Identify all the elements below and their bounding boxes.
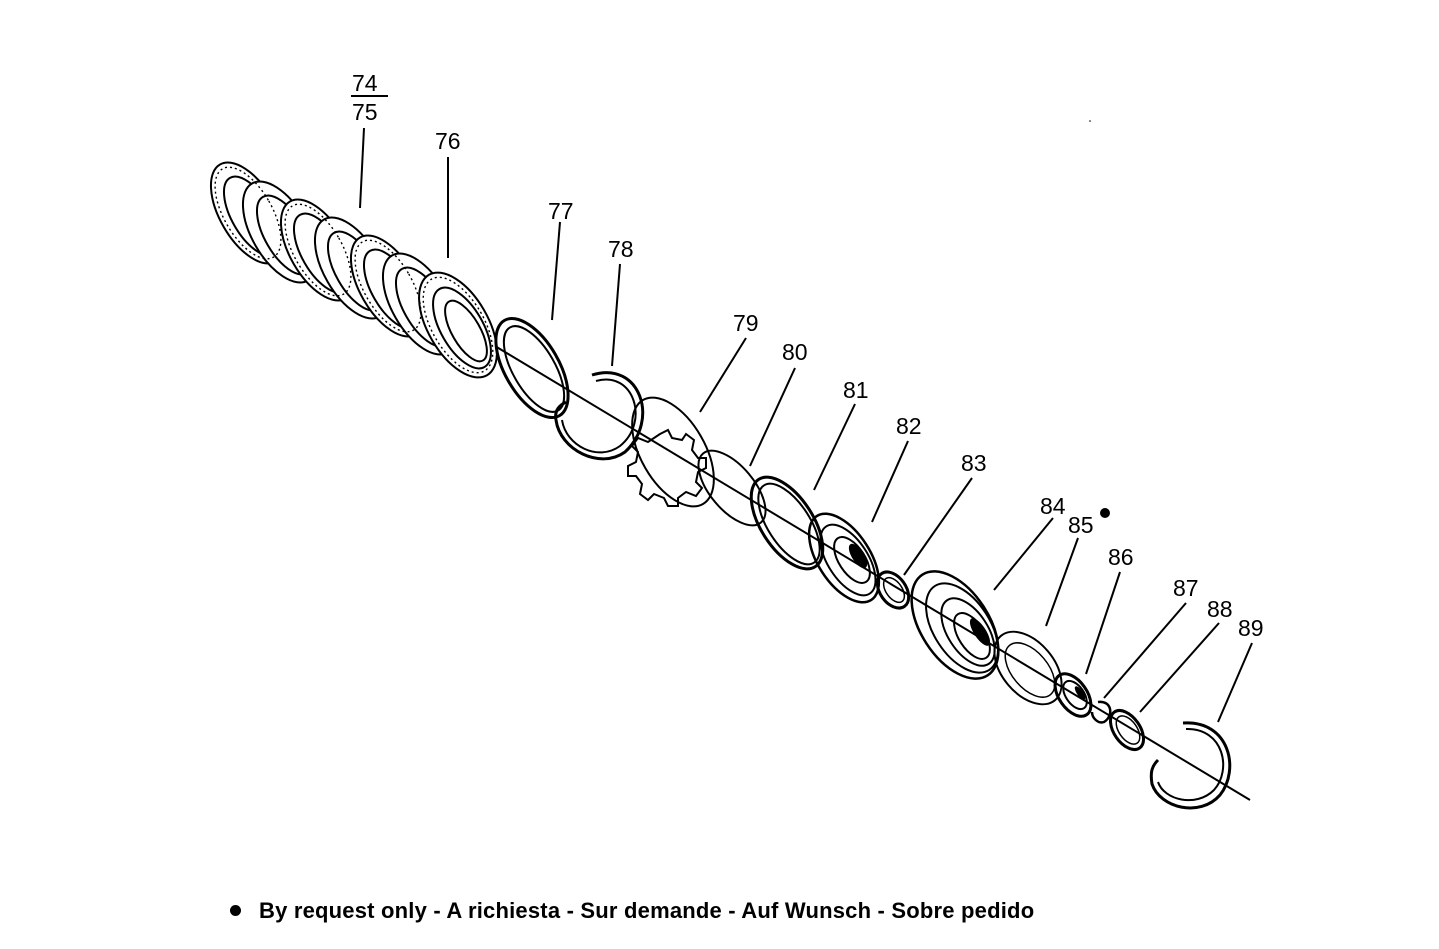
callout-83: 83 [961,450,987,476]
callout-76: 76 [435,128,461,154]
part-86-bearing [1053,672,1093,718]
part-85-washer [993,630,1063,706]
callout-80: 80 [782,339,808,365]
part-82-seal [807,512,881,604]
callout-82: 82 [896,413,922,439]
callout-labels: 74 75 76 77 78 79 80 81 82 83 84 85 86 8… [351,70,1264,641]
footer-text: By request only - A richiesta - Sur dema… [259,898,1035,923]
callout-81: 81 [843,377,869,403]
footer-note: By request only - A richiesta - Sur dema… [230,898,1230,928]
callout-87: 87 [1173,575,1199,601]
part-88-ring [1108,708,1146,752]
callout-75: 75 [352,99,378,125]
callout-86: 86 [1108,544,1134,570]
part-80-thin-ring [697,449,767,527]
callout-85: 85 [1068,512,1094,538]
part-89-snap-ring [1149,721,1232,810]
callout-74: 74 [352,70,378,96]
request-only-marker [1100,508,1110,518]
part-79-splined-disc [627,396,715,508]
callout-89: 89 [1238,615,1264,641]
part-83-small-ring [875,570,911,610]
callout-77: 77 [548,198,574,224]
part-87-clip [1090,700,1112,724]
bullet-icon [230,904,241,916]
part-84-hub [910,570,1000,680]
callout-84: 84 [1040,493,1066,519]
part-81-ring [749,475,825,571]
callout-78: 78 [608,236,634,262]
scan-speck [1089,120,1091,122]
callout-88: 88 [1207,596,1233,622]
callout-79: 79 [733,310,759,336]
clutch-plate-pack [209,161,498,379]
part-78-snap-ring [554,371,645,461]
leader-lines [359,127,1253,723]
plate-stack [209,161,498,379]
